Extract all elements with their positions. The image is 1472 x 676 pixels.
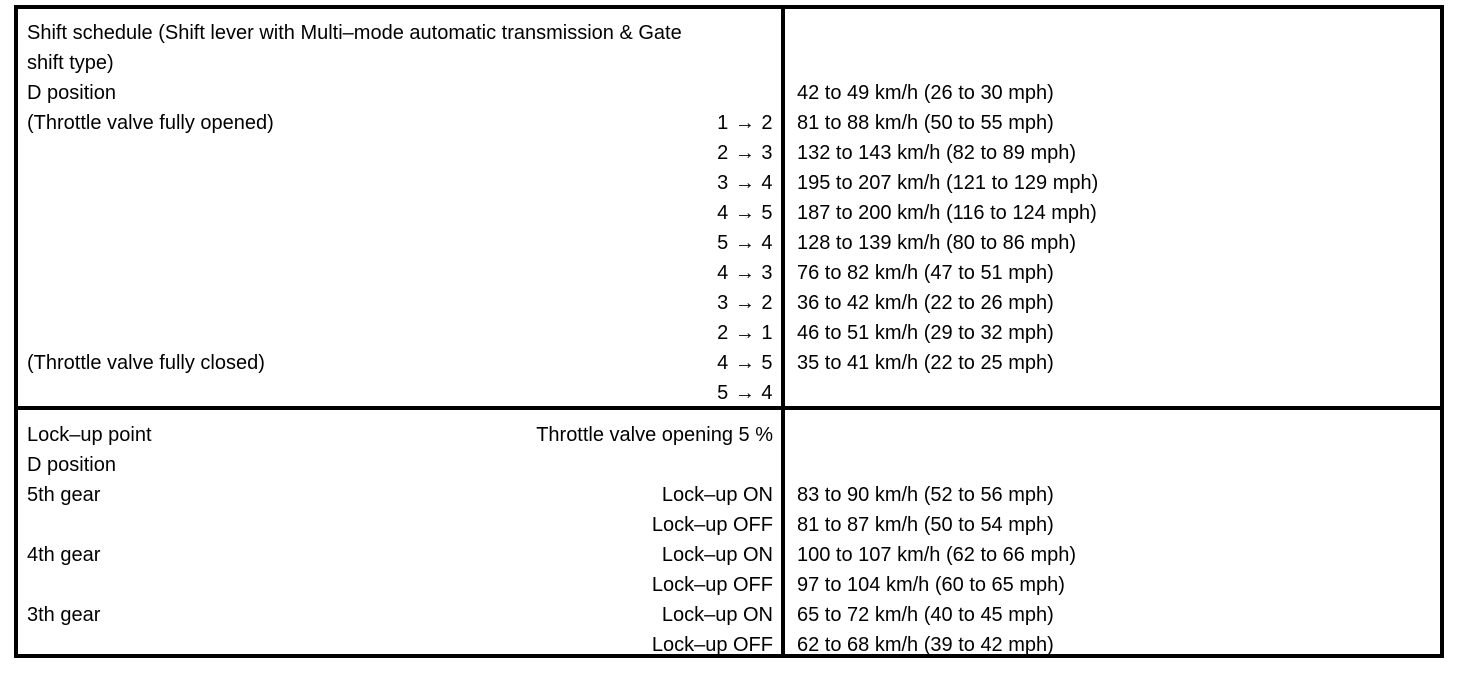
shift-transition-7: 3 → 2 bbox=[717, 292, 773, 314]
shift-speed-value-3: 132 to 143 km/h (82 to 89 mph) bbox=[797, 142, 1077, 164]
shift-transition-5: 5 → 4 bbox=[717, 232, 773, 254]
lockup-header-row: Lock–up point Throttle valve opening 5 % bbox=[18, 420, 781, 450]
lockup-speed-value-2: 81 to 87 km/h (50 to 54 mph) bbox=[797, 514, 1054, 536]
shift-speed-value-4: 195 to 207 km/h (121 to 129 mph) bbox=[797, 172, 1099, 194]
shift-transition-8: 2 → 1 bbox=[717, 322, 773, 344]
shift-transition-4: 4 → 5 bbox=[717, 202, 773, 224]
lockup-gear-label-1: 5th gear bbox=[27, 484, 101, 506]
throttle-valve-opening-label: Throttle valve opening 5 % bbox=[536, 424, 773, 446]
lockup-row-3: 4th gear Lock–up ON bbox=[18, 540, 781, 570]
shift-schedule-section: Shift schedule (Shift lever with Multi–m… bbox=[18, 9, 1440, 410]
lockup-gear-label-5: 3th gear bbox=[27, 604, 101, 626]
shift-schedule-title-line-2: shift type) bbox=[27, 52, 114, 74]
shift-speed-value-9: 46 to 51 km/h (29 to 32 mph) bbox=[797, 322, 1054, 344]
shift-speed-value-8: 36 to 42 km/h (22 to 26 mph) bbox=[797, 292, 1054, 314]
lockup-gear-label-3: 4th gear bbox=[27, 544, 101, 566]
lockup-row-2: Lock–up OFF bbox=[18, 510, 781, 540]
lockup-state-6: Lock–up OFF bbox=[651, 634, 773, 656]
lockup-speed-column: 83 to 90 km/h (52 to 56 mph) 81 to 87 km… bbox=[785, 410, 1440, 658]
shift-speed-value-10: 35 to 41 km/h (22 to 25 mph) bbox=[797, 352, 1054, 374]
lockup-state-4: Lock–up OFF bbox=[651, 574, 773, 596]
lockup-state-2: Lock–up OFF bbox=[651, 514, 773, 536]
lockup-speed-value-6: 62 to 68 km/h (39 to 42 mph) bbox=[797, 634, 1054, 656]
shift-schedule-title-line-1: Shift schedule (Shift lever with Multi–m… bbox=[27, 22, 682, 44]
shift-transition-3: 3 → 4 bbox=[717, 172, 773, 194]
lockup-label-column: Lock–up point Throttle valve opening 5 %… bbox=[18, 410, 785, 658]
shift-transition-2: 2 → 3 bbox=[717, 142, 773, 164]
lockup-speed-value-1: 83 to 90 km/h (52 to 56 mph) bbox=[797, 484, 1054, 506]
lockup-point-section: Lock–up point Throttle valve opening 5 %… bbox=[18, 410, 1440, 658]
lockup-row-5: 3th gear Lock–up ON bbox=[18, 600, 781, 630]
lockup-speed-value-4: 97 to 104 km/h (60 to 65 mph) bbox=[797, 574, 1065, 596]
lockup-row-4: Lock–up OFF bbox=[18, 570, 781, 600]
shift-transition-9: 4 → 5 bbox=[717, 352, 773, 374]
shift-schedule-spec-table: Shift schedule (Shift lever with Multi–m… bbox=[14, 5, 1444, 658]
shift-schedule-label-column: Shift schedule (Shift lever with Multi–m… bbox=[18, 9, 785, 406]
lockup-row-6: Lock–up OFF bbox=[18, 630, 781, 660]
lockup-row-1: 5th gear Lock–up ON bbox=[18, 480, 781, 510]
shift-speed-value-6: 128 to 139 km/h (80 to 86 mph) bbox=[797, 232, 1077, 254]
lockup-state-1: Lock–up ON bbox=[661, 484, 773, 506]
lockup-speed-value-3: 100 to 107 km/h (62 to 66 mph) bbox=[797, 544, 1077, 566]
shift-transition-6: 4 → 3 bbox=[717, 262, 773, 284]
lockup-d-position-label: D position bbox=[27, 454, 116, 476]
shift-transition-10: 5 → 4 bbox=[717, 382, 773, 404]
throttle-valve-fully-opened-label: (Throttle valve fully opened) bbox=[27, 112, 274, 134]
shift-speed-value-2: 81 to 88 km/h (50 to 55 mph) bbox=[797, 112, 1054, 134]
lockup-point-title: Lock–up point bbox=[27, 424, 152, 446]
throttle-valve-fully-closed-label: (Throttle valve fully closed) bbox=[27, 352, 265, 374]
shift-speed-value-5: 187 to 200 km/h (116 to 124 mph) bbox=[797, 202, 1097, 224]
shift-speed-value-1: 42 to 49 km/h (26 to 30 mph) bbox=[797, 82, 1054, 104]
shift-speed-value-7: 76 to 82 km/h (47 to 51 mph) bbox=[797, 262, 1054, 284]
lockup-state-5: Lock–up ON bbox=[661, 604, 773, 626]
shift-row-1: (Throttle valve fully opened) 1 → 2 bbox=[18, 108, 781, 138]
shift-transition-1: 1 → 2 bbox=[717, 112, 773, 134]
lockup-state-3: Lock–up ON bbox=[661, 544, 773, 566]
shift-row-9: (Throttle valve fully closed) 4 → 5 bbox=[18, 348, 781, 378]
shift-schedule-speed-column: 42 to 49 km/h (26 to 30 mph) 81 to 88 km… bbox=[785, 9, 1440, 406]
lockup-speed-value-5: 65 to 72 km/h (40 to 45 mph) bbox=[797, 604, 1054, 626]
shift-schedule-d-position-label: D position bbox=[27, 82, 116, 104]
